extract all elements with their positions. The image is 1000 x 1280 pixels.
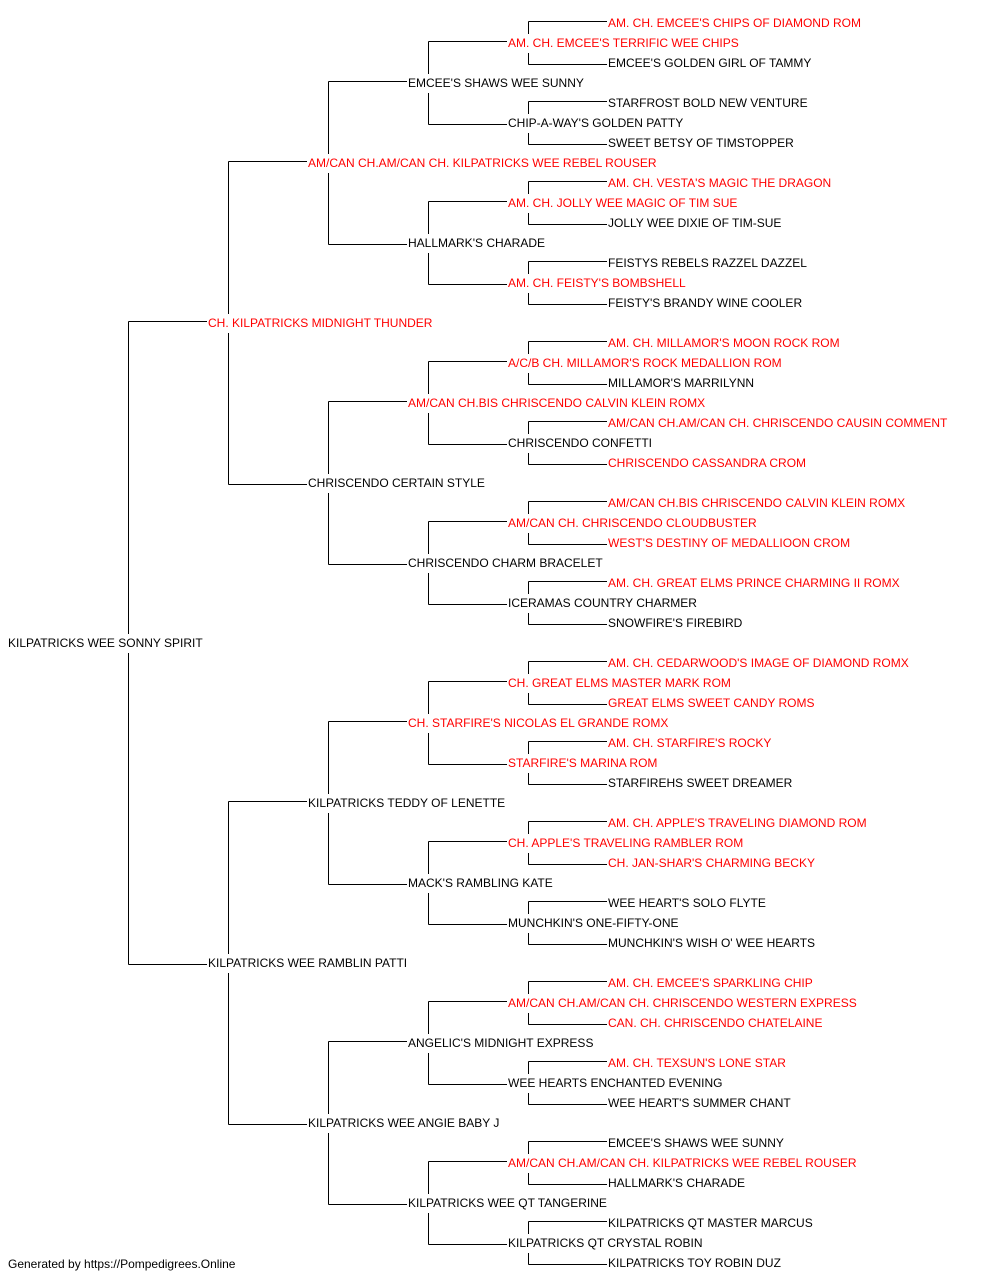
gen4-ancestor-name: AM/CAN CH. CHRISCENDO CLOUDBUSTER [508,516,757,530]
gen5-ancestor-name: WEE HEART'S SUMMER CHANT [608,1096,791,1110]
gen4-ancestor-name: CH. APPLE'S TRAVELING RAMBLER ROM [508,836,744,850]
gen4-ancestor-name: WEE HEARTS ENCHANTED EVENING [508,1076,723,1090]
generated-by-footer: Generated by https://Pompedigrees.Online [8,1257,236,1271]
gen5-ancestor-name: HALLMARK'S CHARADE [608,1176,745,1190]
gen5-ancestor-name: CHRISCENDO CASSANDRA CROM [608,456,807,470]
sire-name: CH. KILPATRICKS MIDNIGHT THUNDER [208,316,433,330]
gen5-ancestor-name: FEISTYS REBELS RAZZEL DAZZEL [608,256,807,270]
gen4-ancestor-name: CHIP-A-WAY'S GOLDEN PATTY [508,116,684,130]
grandparent-name: CHRISCENDO CERTAIN STYLE [308,476,485,490]
great-grandparent-name: HALLMARK'S CHARADE [408,236,545,250]
dam-name: KILPATRICKS WEE RAMBLIN PATTI [208,956,408,970]
great-grandparent-name: EMCEE'S SHAWS WEE SUNNY [408,76,584,90]
subject-name: KILPATRICKS WEE SONNY SPIRIT [8,636,203,650]
gen5-ancestor-name: MILLAMOR'S MARRILYNN [608,376,755,390]
gen5-ancestor-name: AM. CH. TEXSUN'S LONE STAR [608,1056,786,1070]
gen5-ancestor-name: SNOWFIRE'S FIREBIRD [608,616,743,630]
great-grandparent-name: ANGELIC'S MIDNIGHT EXPRESS [408,1036,594,1050]
gen4-ancestor-name: AM/CAN CH.AM/CAN CH. CHRISCENDO WESTERN … [508,996,857,1010]
gen5-ancestor-name: AM. CH. EMCEE'S SPARKLING CHIP [608,976,813,990]
gen5-ancestor-name: AM/CAN CH.AM/CAN CH. CHRISCENDO CAUSIN C… [608,416,948,430]
gen5-ancestor-name: CAN. CH. CHRISCENDO CHATELAINE [608,1016,823,1030]
gen5-ancestor-name: STARFIREHS SWEET DREAMER [608,776,793,790]
gen5-ancestor-name: MUNCHKIN'S WISH O' WEE HEARTS [608,936,816,950]
gen5-ancestor-name: AM/CAN CH.BIS CHRISCENDO CALVIN KLEIN RO… [608,496,906,510]
gen5-ancestor-name: AM. CH. MILLAMOR'S MOON ROCK ROM [608,336,840,350]
gen4-ancestor-name: AM. CH. JOLLY WEE MAGIC OF TIM SUE [508,196,738,210]
gen5-ancestor-name: AM. CH. GREAT ELMS PRINCE CHARMING II RO… [608,576,900,590]
grandparent-name: KILPATRICKS WEE ANGIE BABY J [308,1116,500,1130]
gen5-ancestor-name: WEST'S DESTINY OF MEDALLIOON CROM [608,536,851,550]
gen4-ancestor-name: AM/CAN CH.AM/CAN CH. KILPATRICKS WEE REB… [508,1156,857,1170]
gen5-ancestor-name: AM. CH. STARFIRE'S ROCKY [608,736,772,750]
gen4-ancestor-name: MUNCHKIN'S ONE-FIFTY-ONE [508,916,679,930]
gen5-ancestor-name: AM. CH. CEDARWOOD'S IMAGE OF DIAMOND ROM… [608,656,909,670]
gen4-ancestor-name: AM. CH. EMCEE'S TERRIFIC WEE CHIPS [508,36,739,50]
gen4-ancestor-name: CHRISCENDO CONFETTI [508,436,652,450]
grandparent-name: AM/CAN CH.AM/CAN CH. KILPATRICKS WEE REB… [308,156,657,170]
great-grandparent-name: CH. STARFIRE'S NICOLAS EL GRANDE ROMX [408,716,669,730]
great-grandparent-name: AM/CAN CH.BIS CHRISCENDO CALVIN KLEIN RO… [408,396,706,410]
gen5-ancestor-name: GREAT ELMS SWEET CANDY ROMS [608,696,815,710]
gen4-ancestor-name: CH. GREAT ELMS MASTER MARK ROM [508,676,731,690]
great-grandparent-name: CHRISCENDO CHARM BRACELET [408,556,603,570]
gen4-ancestor-name: KILPATRICKS QT CRYSTAL ROBIN [508,1236,703,1250]
great-grandparent-name: KILPATRICKS WEE QT TANGERINE [408,1196,607,1210]
great-grandparent-name: MACK'S RAMBLING KATE [408,876,553,890]
gen4-ancestor-name: AM. CH. FEISTY'S BOMBSHELL [508,276,686,290]
gen5-ancestor-name: AM. CH. APPLE'S TRAVELING DIAMOND ROM [608,816,867,830]
gen5-ancestor-name: WEE HEART'S SOLO FLYTE [608,896,766,910]
gen5-ancestor-name: STARFROST BOLD NEW VENTURE [608,96,808,110]
gen4-ancestor-name: STARFIRE'S MARINA ROM [508,756,658,770]
gen5-ancestor-name: KILPATRICKS TOY ROBIN DUZ [608,1256,781,1270]
gen5-ancestor-name: AM. CH. VESTA'S MAGIC THE DRAGON [608,176,832,190]
gen5-ancestor-name: EMCEE'S SHAWS WEE SUNNY [608,1136,784,1150]
gen5-ancestor-name: SWEET BETSY OF TIMSTOPPER [608,136,794,150]
gen5-ancestor-name: CH. JAN-SHAR'S CHARMING BECKY [608,856,815,870]
gen5-ancestor-name: JOLLY WEE DIXIE OF TIM-SUE [608,216,782,230]
gen4-ancestor-name: A/C/B CH. MILLAMOR'S ROCK MEDALLION ROM [508,356,782,370]
gen5-ancestor-name: EMCEE'S GOLDEN GIRL OF TAMMY [608,56,812,70]
gen5-ancestor-name: FEISTY'S BRANDY WINE COOLER [608,296,803,310]
gen4-ancestor-name: ICERAMAS COUNTRY CHARMER [508,596,697,610]
grandparent-name: KILPATRICKS TEDDY OF LENETTE [308,796,506,810]
gen5-ancestor-name: AM. CH. EMCEE'S CHIPS OF DIAMOND ROM [608,16,861,30]
gen5-ancestor-name: KILPATRICKS QT MASTER MARCUS [608,1216,813,1230]
